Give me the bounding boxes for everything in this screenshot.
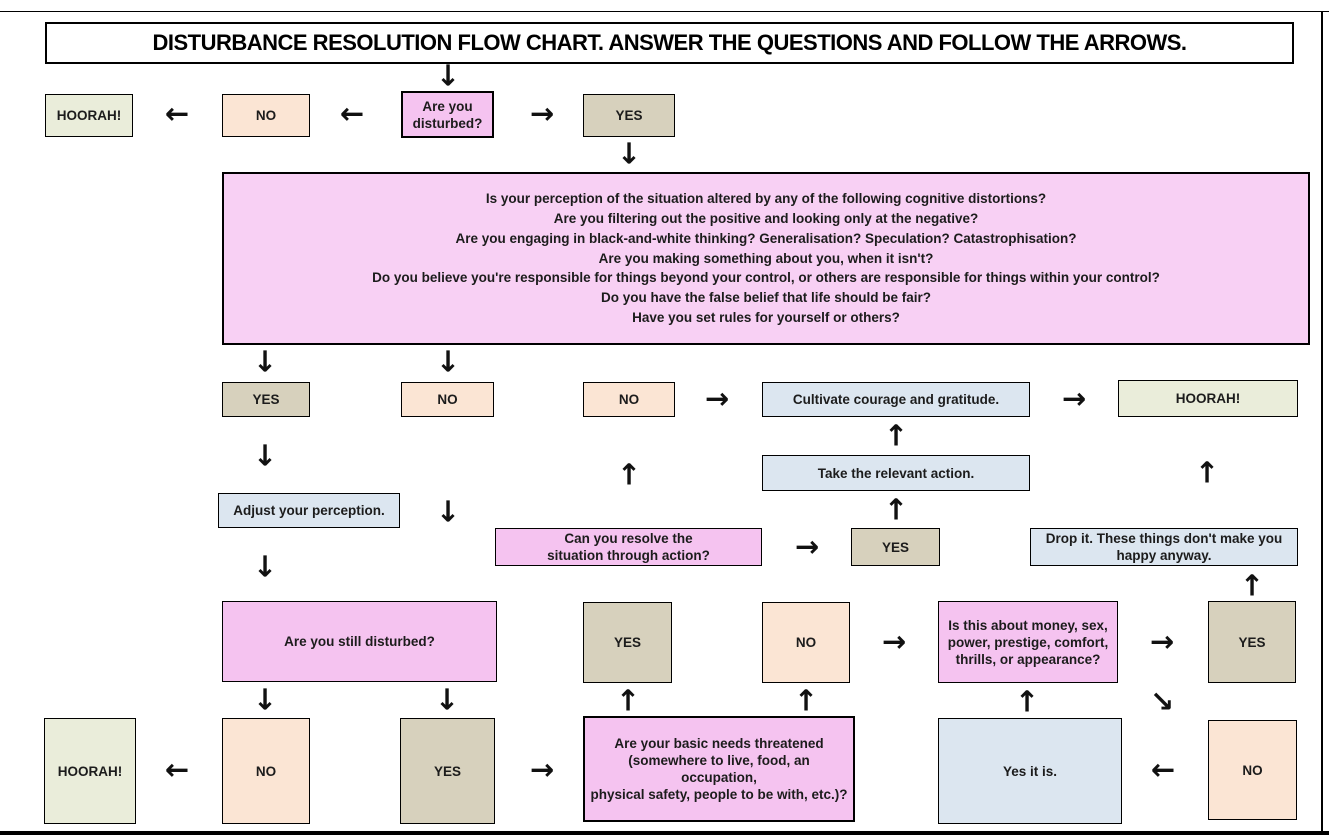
cultivate-courage-box: Cultivate courage and gratitude.: [762, 382, 1030, 417]
hoorah-top-right-label: HOORAH!: [1175, 391, 1241, 406]
chart-title: DISTURBANCE RESOLUTION FLOW CHART. ANSWE…: [152, 30, 1187, 55]
down-right-arrow: ↘: [1149, 684, 1175, 719]
yes-mid-box: YES: [583, 602, 672, 683]
cognitive-distortions-text-line: Are you filtering out the positive and l…: [553, 211, 979, 226]
right-arrow: →: [529, 96, 555, 131]
yes-mid-label: YES: [613, 635, 641, 650]
down-arrow: ↓: [434, 682, 460, 717]
are-you-still-disturbed-label: Are you still disturbed?: [284, 634, 435, 649]
hoorah-top-left-label: HOORAH!: [56, 108, 122, 123]
yes-it-is-label: Yes it is.: [1002, 763, 1058, 779]
right-arrow: →: [881, 624, 907, 659]
right-arrow: →: [1061, 381, 1087, 416]
can-you-resolve-box: Can you resolve the situation through act…: [495, 528, 762, 566]
is-this-about-money-box: Is this about money, sex,power, prestige…: [938, 601, 1118, 683]
no-middle-left-label: NO: [437, 392, 458, 407]
right-arrow: →: [794, 529, 820, 564]
yes-left-box: YES: [222, 382, 310, 417]
hoorah-bottom-left-box: HOORAH!: [44, 718, 136, 824]
left-arrow: ←: [164, 96, 190, 131]
is-this-about-money-text-line: thrills, or appearance?: [955, 651, 1101, 667]
yes-right-label: YES: [1238, 634, 1266, 650]
no-bottom-label: NO: [255, 763, 277, 779]
hoorah-bottom-left-label: HOORAH!: [57, 763, 123, 779]
no-middle-label: NO: [618, 392, 640, 407]
yes-top-label: YES: [615, 108, 643, 123]
right-arrow: →: [704, 381, 730, 416]
left-arrow: ←: [164, 752, 190, 787]
cognitive-distortions-text-line: Have you set rules for yourself or other…: [632, 309, 900, 325]
up-arrow: ↑: [1194, 455, 1220, 490]
cognitive-distortions-text-line: Are you making something about you, when…: [598, 250, 934, 266]
drop-it-box: Drop it. These things don't make you happ…: [1030, 528, 1298, 566]
adjust-your-perception-label: Adjust your perception.: [233, 503, 385, 518]
basic-needs-text-line: Are your basic needs threatened: [614, 736, 824, 751]
can-you-resolve-text-line: situation through action?: [547, 548, 710, 563]
no-middle-box: NO: [583, 382, 675, 417]
take-relevant-action-box: Take the relevant action.: [762, 455, 1030, 491]
cultivate-courage-label: Cultivate courage and gratitude.: [792, 392, 1000, 407]
drop-it-text-line: Drop it. These things don't make you: [1045, 531, 1283, 546]
down-arrow: ↓: [616, 136, 642, 171]
down-arrow: ↓: [252, 438, 278, 473]
page-border-right: [1321, 11, 1323, 832]
cognitive-distortions-box: Is your perception of the situation alte…: [222, 172, 1310, 345]
hoorah-top-left-box: HOORAH!: [45, 94, 133, 137]
yes-left-label: YES: [252, 392, 280, 407]
take-relevant-action-label: Take the relevant action.: [817, 465, 975, 481]
basic-needs-box: Are your basic needs threatened (somewher…: [583, 716, 855, 822]
down-arrow: ↓: [252, 344, 278, 379]
is-this-about-money-text-line: Is this about money, sex,: [948, 617, 1108, 633]
no-top-label: NO: [255, 108, 277, 123]
no-bottom-right-box: NO: [1208, 720, 1297, 820]
up-arrow: ↑: [883, 492, 909, 527]
yes-top-box: YES: [583, 94, 675, 137]
yes-resolve-label: YES: [881, 539, 909, 555]
up-arrow: ↑: [1239, 568, 1265, 603]
cognitive-distortions-text-line: Is your perception of the situation alte…: [485, 191, 1047, 207]
right-arrow: →: [1149, 624, 1175, 659]
down-arrow: ↓: [435, 344, 461, 379]
are-you-still-disturbed-box: Are you still disturbed?: [222, 601, 497, 682]
no-mid-label: NO: [795, 635, 817, 650]
yes-bottom-box: YES: [400, 718, 495, 824]
up-arrow: ↑: [616, 457, 642, 492]
page-border-top: [0, 11, 1329, 12]
yes-it-is-box: Yes it is.: [938, 718, 1122, 824]
cognitive-distortions-text-line: Do you believe you're responsible for th…: [372, 270, 1160, 286]
up-arrow: ↑: [615, 683, 641, 718]
down-arrow: ↓: [252, 682, 278, 717]
basic-needs-text-line: physical safety, people to be with, etc.…: [590, 787, 848, 802]
is-this-about-money-text-line: power, prestige, comfort,: [947, 634, 1109, 650]
can-you-resolve-text-line: Can you resolve the: [564, 531, 693, 546]
down-arrow: ↓: [435, 58, 461, 93]
no-mid-box: NO: [762, 602, 850, 683]
right-arrow: →: [529, 752, 555, 787]
chart-title-box: DISTURBANCE RESOLUTION FLOW CHART. ANSWE…: [45, 22, 1294, 64]
left-arrow: ←: [339, 96, 365, 131]
up-arrow: ↑: [883, 418, 909, 453]
hoorah-top-right-box: HOORAH!: [1118, 380, 1298, 417]
no-bottom-right-label: NO: [1242, 762, 1263, 778]
up-arrow: ↑: [793, 683, 819, 718]
drop-it-text-line: happy anyway.: [1116, 548, 1212, 563]
cognitive-distortions-text-line: Do you have the false belief that life s…: [600, 290, 932, 306]
cognitive-distortions-text-line: Are you engaging in black-and-white thin…: [455, 230, 1077, 246]
yes-right-box: YES: [1208, 601, 1296, 683]
down-arrow: ↓: [252, 549, 278, 584]
basic-needs-text-line: (somewhere to live, food, an occupation,: [628, 753, 810, 785]
up-arrow: ↑: [1014, 684, 1040, 719]
down-arrow: ↓: [435, 494, 461, 529]
no-top-box: NO: [222, 94, 310, 137]
no-middle-left-box: NO: [401, 382, 494, 417]
page-border-bottom: [0, 831, 1329, 835]
are-you-disturbed-text-line: disturbed?: [412, 115, 483, 131]
adjust-your-perception-box: Adjust your perception.: [218, 493, 400, 528]
are-you-disturbed-text-line: Are you: [422, 98, 473, 114]
yes-bottom-label: YES: [433, 763, 461, 779]
yes-resolve-box: YES: [851, 528, 940, 566]
no-bottom-box: NO: [222, 718, 310, 824]
left-arrow: ←: [1150, 752, 1176, 787]
